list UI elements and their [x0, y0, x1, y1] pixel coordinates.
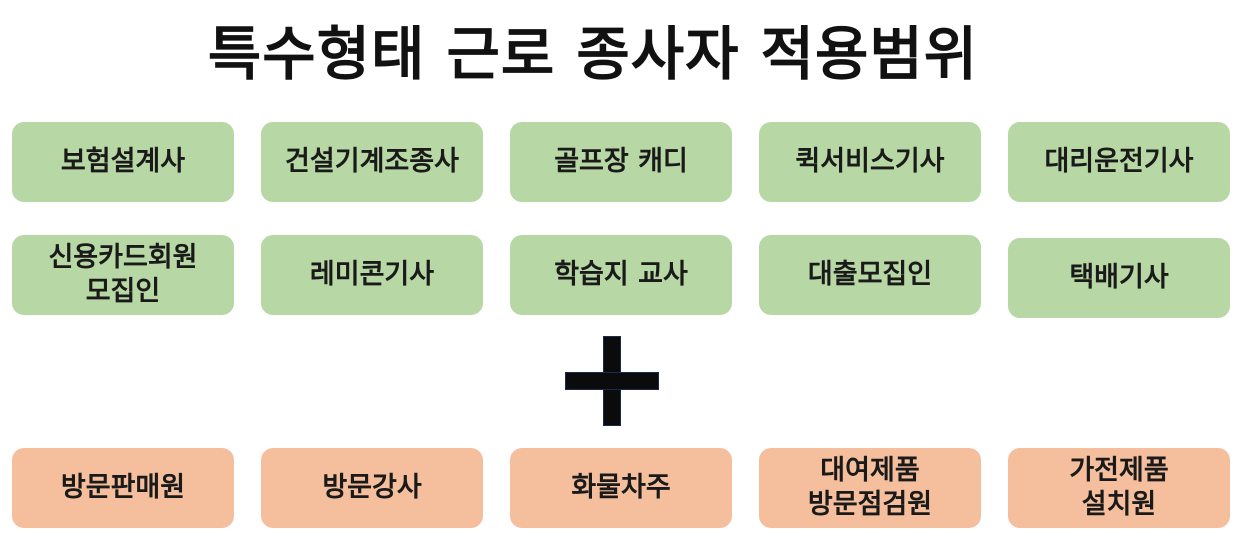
category-label: 대출모집인 [807, 259, 933, 291]
category-label: 퀵서비스기사 [795, 146, 945, 178]
category-box-quick-service: 퀵서비스기사 [759, 122, 981, 202]
category-box-study-teacher: 학습지 교사 [510, 235, 732, 315]
category-label: 보험설계사 [60, 146, 186, 178]
category-box-designated-driver: 대리운전기사 [1008, 122, 1230, 202]
category-label: 레미콘기사 [309, 259, 435, 291]
category-box-construction-machinery: 건설기계조종사 [261, 122, 483, 202]
category-label: 방문강사 [322, 472, 422, 504]
category-label-line2: 설치원 [1081, 489, 1157, 520]
category-label-line1: 가전제품 [1069, 455, 1169, 487]
category-box-insurance-planner: 보험설계사 [12, 122, 234, 202]
category-label: 방문판매원 [60, 472, 186, 504]
category-label-line1: 대여제품 [820, 455, 920, 487]
category-box-visiting-instructor: 방문강사 [261, 448, 483, 528]
category-box-rental-inspector: 대여제품 방문점검원 [759, 448, 981, 528]
category-label: 대리운전기사 [1044, 146, 1194, 178]
category-label-line2: 방문점검원 [807, 489, 933, 520]
category-label: 건설기계조종사 [285, 146, 459, 178]
category-box-credit-card-recruiter: 신용카드회원 모집인 [12, 235, 234, 315]
category-box-remicon-driver: 레미콘기사 [261, 235, 483, 315]
category-box-appliance-installer: 가전제품 설치원 [1008, 448, 1230, 528]
category-box-golf-caddie: 골프장 캐디 [510, 122, 732, 202]
category-label: 택배기사 [1069, 262, 1169, 294]
category-label-line2: 모집인 [85, 276, 161, 307]
category-label: 골프장 캐디 [554, 146, 688, 178]
plus-icon [566, 337, 658, 425]
page-title: 특수형태 근로 종사자 적용범위 [207, 20, 979, 88]
category-box-loan-recruiter: 대출모집인 [759, 235, 981, 315]
category-label: 학습지 교사 [554, 259, 688, 291]
category-box-cargo-truck-owner: 화물차주 [510, 448, 732, 528]
category-box-delivery-driver: 택배기사 [1008, 238, 1230, 318]
category-label-line1: 신용카드회원 [48, 242, 198, 274]
category-box-door-to-door-sales: 방문판매원 [12, 448, 234, 528]
category-label: 화물차주 [571, 472, 671, 504]
